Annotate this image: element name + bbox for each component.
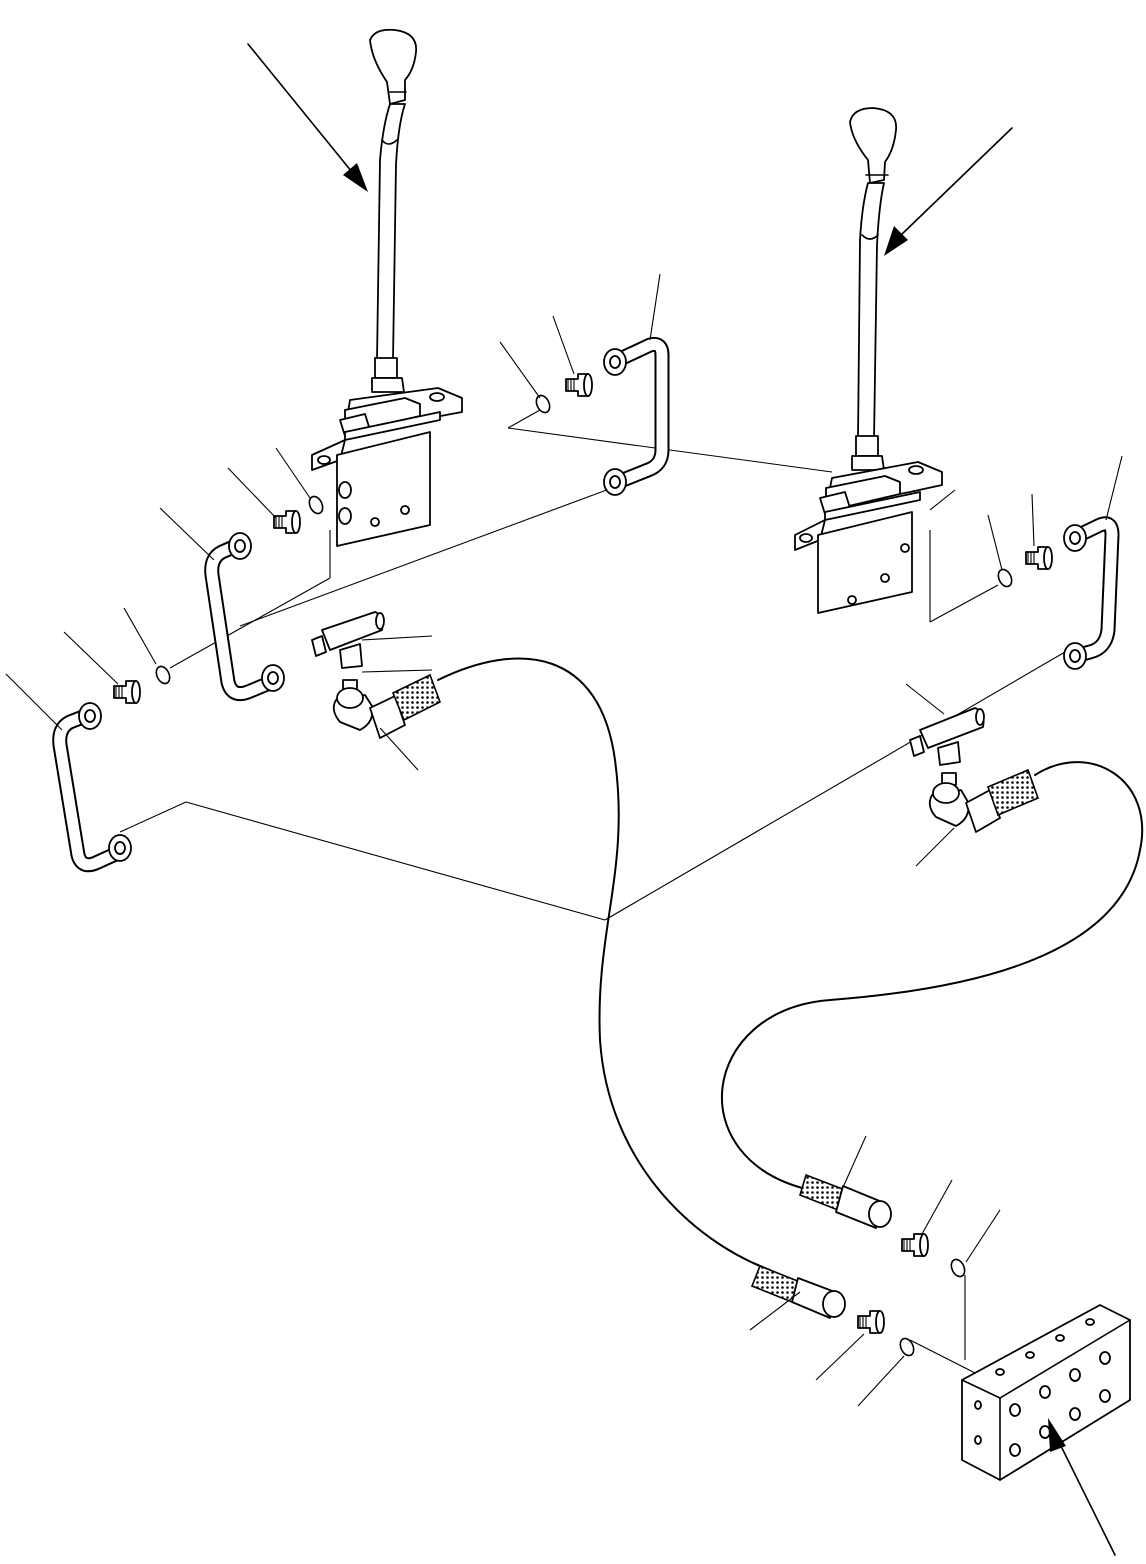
tube-right [1063,516,1120,670]
callout-leaders [5,273,1123,1407]
arrow-right-lever [884,127,1013,256]
tee-fitting-right [909,707,985,786]
valve-block-right [794,461,956,614]
hose-left [332,657,846,1319]
tee-fitting-left [311,611,385,693]
valve-block-left [311,387,463,547]
arrow-left-lever [247,43,368,192]
control-lever-left [369,28,418,393]
center-lines [119,409,1066,1379]
control-lever-right [849,107,897,471]
hose-right [721,761,1143,1229]
tube-center [603,337,670,496]
tube-left-lower [52,702,132,873]
tube-left-upper [204,532,285,702]
manifold-block [961,1304,1131,1481]
arrow-manifold [1048,1418,1116,1556]
